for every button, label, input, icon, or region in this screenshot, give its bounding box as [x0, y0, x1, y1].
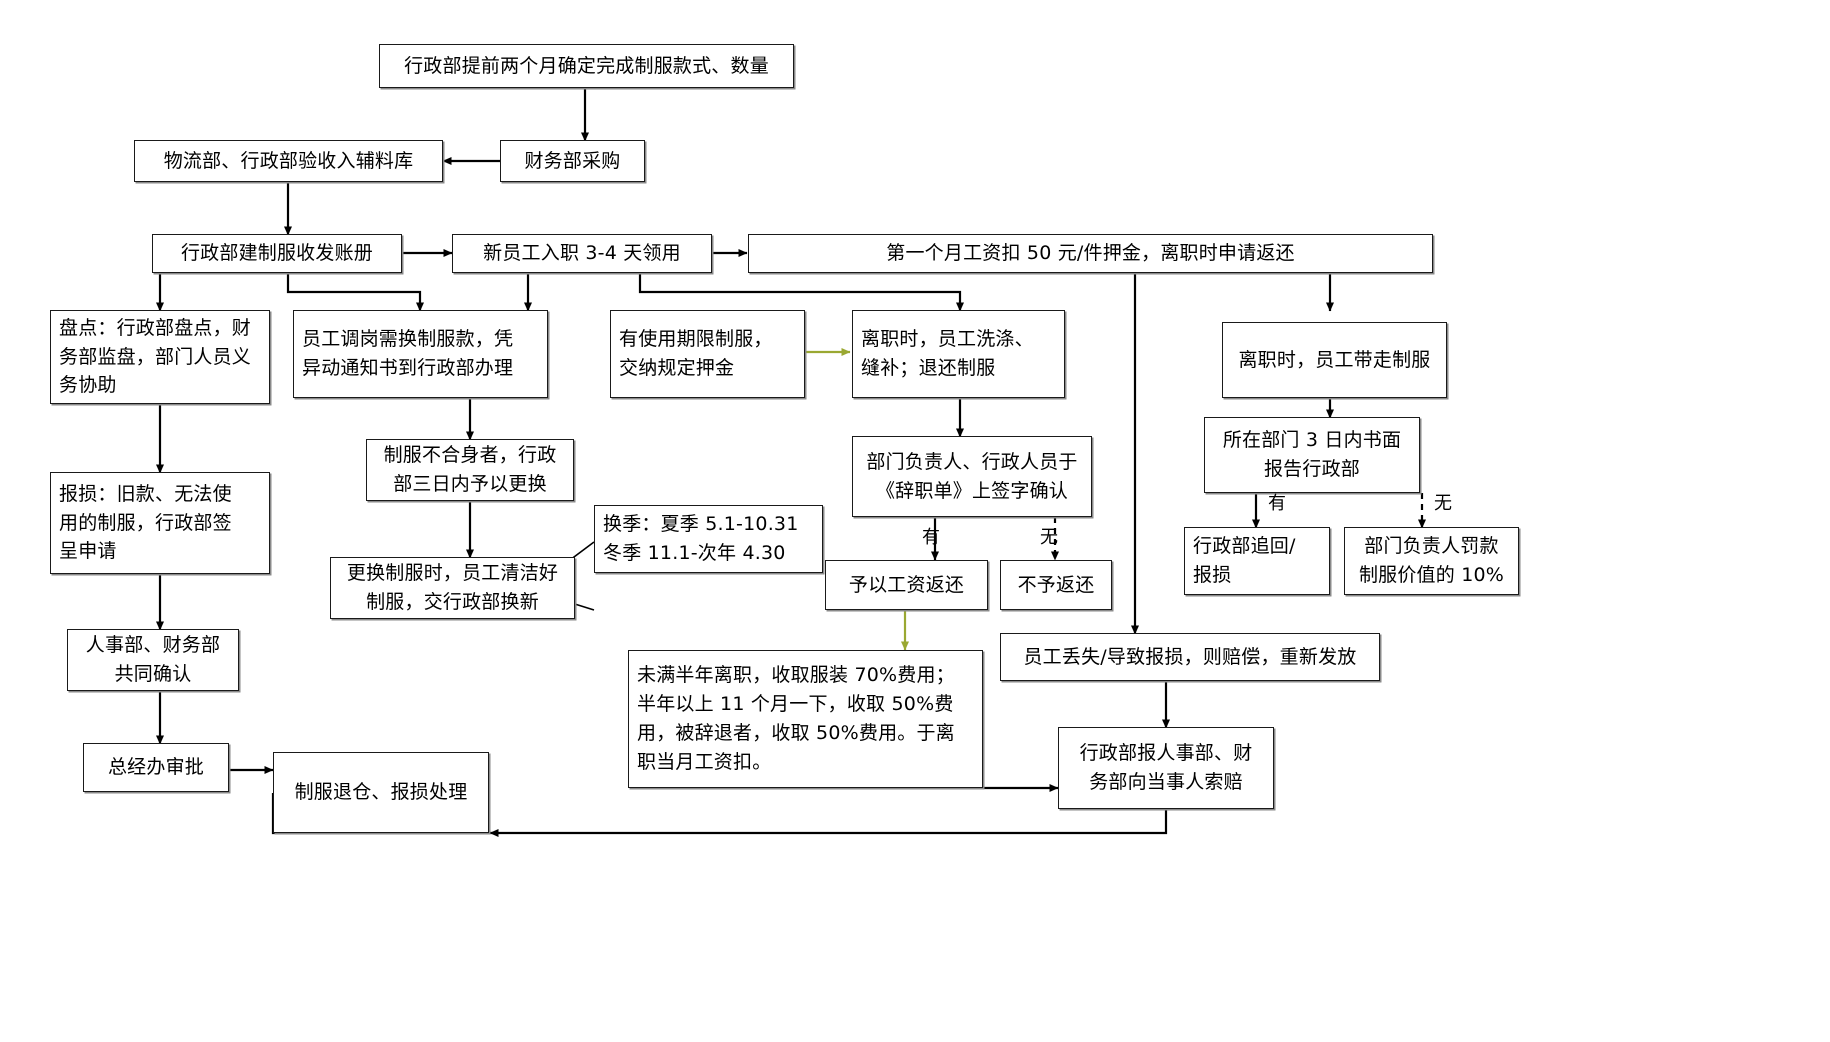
node-line: 冬季 11.1-次年 4.30	[603, 542, 786, 564]
node-line: 制服，交行政部换新	[366, 591, 539, 613]
node-stocktaking[interactable]: 盘点：行政部盘点，财 务部监盘，部门人员义 务协助	[50, 310, 270, 404]
node-manager-penalty[interactable]: 部门负责人罚款 制服价值的 10%	[1344, 527, 1519, 595]
node-line: 共同确认	[114, 663, 192, 685]
node-line: 职当月工资扣。	[637, 750, 772, 773]
node-line: 更换制服时，员工清洁好	[346, 562, 559, 585]
node-admin-uniform-ledger[interactable]: 行政部建制服收发账册	[152, 234, 402, 273]
node-new-employee-collect[interactable]: 新员工入职 3-4 天领用	[452, 234, 712, 273]
node-limited-period-uniform[interactable]: 有使用期限制服， 交纳规定押金	[610, 310, 805, 398]
node-admin-determine-style[interactable]: 行政部提前两个月确定完成制服款式、数量	[379, 44, 794, 88]
node-text: 离职时，员工带走制服	[1238, 348, 1431, 371]
node-line: 未满半年离职，收取服装 70%费用；	[637, 664, 955, 687]
node-finance-purchase[interactable]: 财务部采购	[500, 140, 645, 182]
node-uniform-return-scrap-process[interactable]: 制服退仓、报损处理	[273, 752, 489, 833]
node-dept-written-report[interactable]: 所在部门 3 日内书面 报告行政部	[1204, 417, 1420, 493]
edge-label-none-1: 无	[1040, 527, 1058, 548]
edge-label-has-2: 有	[1268, 493, 1286, 514]
node-text: 人事部、财务部 共同确认	[76, 631, 230, 689]
node-line: 《辞职单》上签字确认	[875, 479, 1068, 502]
node-line: 报告行政部	[1263, 458, 1360, 480]
node-text: 盘点：行政部盘点，财 务部监盘，部门人员义 务协助	[59, 314, 261, 401]
node-season-change-note[interactable]: 换季：夏季 5.1-10.31 冬季 11.1-次年 4.30	[594, 505, 823, 573]
edge-label-none-2: 无	[1434, 493, 1452, 514]
node-text: 新员工入职 3-4 天领用	[483, 242, 681, 265]
node-line: 行政部报人事部、财	[1079, 742, 1253, 765]
node-line: 换季：夏季 5.1-10.31	[603, 513, 799, 536]
node-line: 用的制服，行政部签	[59, 511, 232, 534]
node-text: 未满半年离职，收取服装 70%费用； 半年以上 11 个月一下，收取 50%费 …	[637, 661, 974, 777]
node-employee-loss-compensate[interactable]: 员工丢失/导致报损，则赔偿，重新发放	[1000, 633, 1380, 681]
node-line: 务部监盘，部门人员义	[59, 345, 252, 368]
node-text: 部门负责人罚款 制服价值的 10%	[1353, 532, 1510, 590]
node-text: 所在部门 3 日内书面 报告行政部	[1213, 426, 1411, 484]
node-text: 行政部提前两个月确定完成制服款式、数量	[404, 54, 769, 77]
node-admin-recover-scrap[interactable]: 行政部追回/ 报损	[1184, 527, 1330, 595]
node-admin-report-claim[interactable]: 行政部报人事部、财 务部向当事人索赔	[1058, 727, 1274, 809]
node-text: 不予返还	[1017, 573, 1095, 596]
node-text: 予以工资返还	[848, 573, 965, 596]
node-text: 物流部、行政部验收入辅料库	[163, 149, 414, 172]
node-line: 异动通知书到行政部办理	[302, 357, 514, 379]
node-text: 员工丢失/导致报损，则赔偿，重新发放	[1023, 645, 1357, 668]
node-salary-refund[interactable]: 予以工资返还	[825, 560, 988, 610]
node-text: 部门负责人、行政人员于 《辞职单》上签字确认	[861, 448, 1083, 506]
node-text: 离职时，员工洗涤、 缝补；退还制服	[861, 325, 1056, 383]
node-line: 部门负责人、行政人员于	[866, 450, 1078, 473]
node-text: 总经办审批	[107, 756, 204, 779]
node-line: 务部向当事人索赔	[1089, 771, 1243, 793]
node-line: 半年以上 11 个月一下，收取 50%费	[637, 693, 954, 716]
node-line: 员工调岗需换制服款，凭	[302, 328, 514, 351]
node-line: 部门负责人罚款	[1364, 535, 1499, 558]
node-no-refund[interactable]: 不予返还	[1000, 560, 1112, 610]
node-line: 务协助	[59, 374, 117, 397]
node-line: 报损：旧款、无法使	[59, 482, 232, 505]
node-line: 呈申请	[59, 540, 117, 563]
node-line: 缝补；退还制服	[861, 357, 996, 379]
node-hr-finance-confirm[interactable]: 人事部、财务部 共同确认	[67, 629, 239, 691]
edge-label-has-1: 有	[922, 527, 940, 548]
node-text: 更换制服时，员工清洁好 制服，交行政部换新	[339, 559, 566, 617]
node-line: 所在部门 3 日内书面	[1222, 429, 1402, 452]
node-text: 有使用期限制服， 交纳规定押金	[619, 325, 796, 383]
node-resign-fee-rules[interactable]: 未满半年离职，收取服装 70%费用； 半年以上 11 个月一下，收取 50%费 …	[628, 650, 983, 788]
node-manager-sign-resignation[interactable]: 部门负责人、行政人员于 《辞职单》上签字确认	[852, 436, 1092, 517]
node-line: 报损	[1193, 564, 1232, 586]
node-logistics-receive-warehouse[interactable]: 物流部、行政部验收入辅料库	[134, 140, 443, 182]
node-line: 制服价值的 10%	[1358, 564, 1505, 586]
node-text: 行政部报人事部、财 务部向当事人索赔	[1067, 739, 1265, 797]
node-text: 财务部采购	[524, 149, 621, 172]
node-text: 行政部追回/ 报损	[1193, 532, 1321, 590]
node-line: 行政部追回/	[1193, 535, 1296, 558]
node-text: 制服不合身者，行政 部三日内予以更换	[375, 441, 565, 499]
node-first-month-deposit[interactable]: 第一个月工资扣 50 元/件押金，离职时申请返还	[748, 234, 1433, 273]
node-line: 制服不合身者，行政	[383, 444, 557, 467]
node-line: 人事部、财务部	[85, 634, 221, 657]
node-line: 部三日内予以更换	[393, 473, 547, 495]
node-line: 盘点：行政部盘点，财	[59, 316, 252, 339]
node-uniform-not-fit-replace[interactable]: 制服不合身者，行政 部三日内予以更换	[366, 439, 574, 501]
node-gm-office-approval[interactable]: 总经办审批	[83, 743, 229, 792]
node-clean-uniform-exchange[interactable]: 更换制服时，员工清洁好 制服，交行政部换新	[330, 557, 575, 619]
node-text: 第一个月工资扣 50 元/件押金，离职时申请返还	[886, 242, 1295, 265]
node-scrap-report[interactable]: 报损：旧款、无法使 用的制服，行政部签 呈申请	[50, 472, 270, 574]
node-transfer-change-uniform[interactable]: 员工调岗需换制服款，凭 异动通知书到行政部办理	[293, 310, 548, 398]
node-text: 行政部建制服收发账册	[180, 242, 373, 265]
node-line: 有使用期限制服，	[619, 328, 773, 351]
node-line: 用，被辞退者，收取 50%费用。于离	[637, 722, 955, 744]
node-resign-take-uniform[interactable]: 离职时，员工带走制服	[1222, 322, 1447, 398]
node-text: 报损：旧款、无法使 用的制服，行政部签 呈申请	[59, 480, 261, 567]
node-text: 制服退仓、报损处理	[294, 781, 468, 804]
node-text: 员工调岗需换制服款，凭 异动通知书到行政部办理	[302, 325, 539, 383]
node-line: 离职时，员工洗涤、	[861, 328, 1034, 351]
node-text: 换季：夏季 5.1-10.31 冬季 11.1-次年 4.30	[603, 510, 814, 568]
node-resign-wash-return[interactable]: 离职时，员工洗涤、 缝补；退还制服	[852, 310, 1065, 398]
node-line: 交纳规定押金	[619, 357, 735, 379]
